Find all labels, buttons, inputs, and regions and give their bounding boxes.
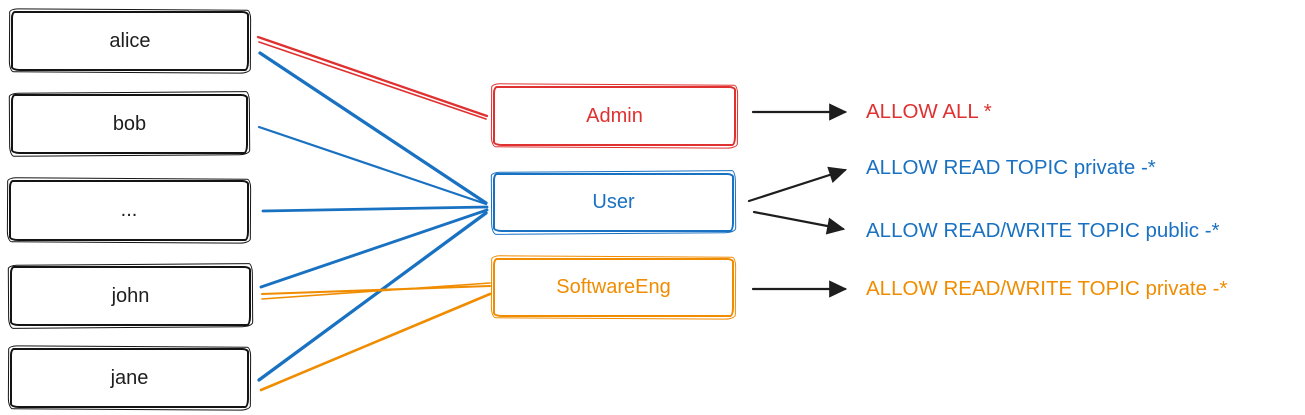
edge-jane-softwareeng <box>259 292 492 392</box>
arrow-user-read-private <box>747 166 848 203</box>
edge-john-user <box>259 208 489 289</box>
permission-allow-all: ALLOW ALL * <box>866 100 992 123</box>
role-label-user: User <box>592 191 635 213</box>
user-box-john: john <box>10 266 251 326</box>
edge-john-softwareeng-sketch <box>261 282 491 300</box>
user-label-alice: alice <box>109 29 151 52</box>
edge-bob-user <box>257 125 488 206</box>
role-label-admin: Admin <box>586 104 643 127</box>
user-box-jane: jane <box>10 348 249 408</box>
user-label-bob: bob <box>112 112 147 135</box>
edge-john-softwareeng <box>260 284 492 296</box>
permission-read-topic-private: ALLOW READ TOPIC private -* <box>866 156 1156 179</box>
edge-dots-user <box>261 205 489 213</box>
edge-jane-user <box>257 211 488 382</box>
role-box-admin: Admin <box>493 86 736 146</box>
permission-readwrite-topic-private: ALLOW READ/WRITE TOPIC private -* <box>866 277 1228 300</box>
role-label-softwareeng: SoftwareEng <box>556 276 671 298</box>
user-label-jane: jane <box>110 366 149 389</box>
user-label-john: john <box>111 284 150 307</box>
edge-alice-user <box>258 51 488 205</box>
user-label-ellipsis: ... <box>120 199 138 221</box>
arrow-user-readwrite-public <box>752 210 846 235</box>
edge-alice-admin <box>256 35 489 118</box>
role-box-user: User <box>493 173 734 232</box>
role-box-softwareeng: SoftwareEng <box>493 258 734 317</box>
user-box-alice: alice <box>11 11 249 71</box>
permission-readwrite-topic-public: ALLOW READ/WRITE TOPIC public -* <box>866 219 1220 242</box>
user-box-bob: bob <box>11 94 248 154</box>
edge-alice-admin-sketch <box>258 41 487 120</box>
user-box-ellipsis: ... <box>9 180 249 241</box>
